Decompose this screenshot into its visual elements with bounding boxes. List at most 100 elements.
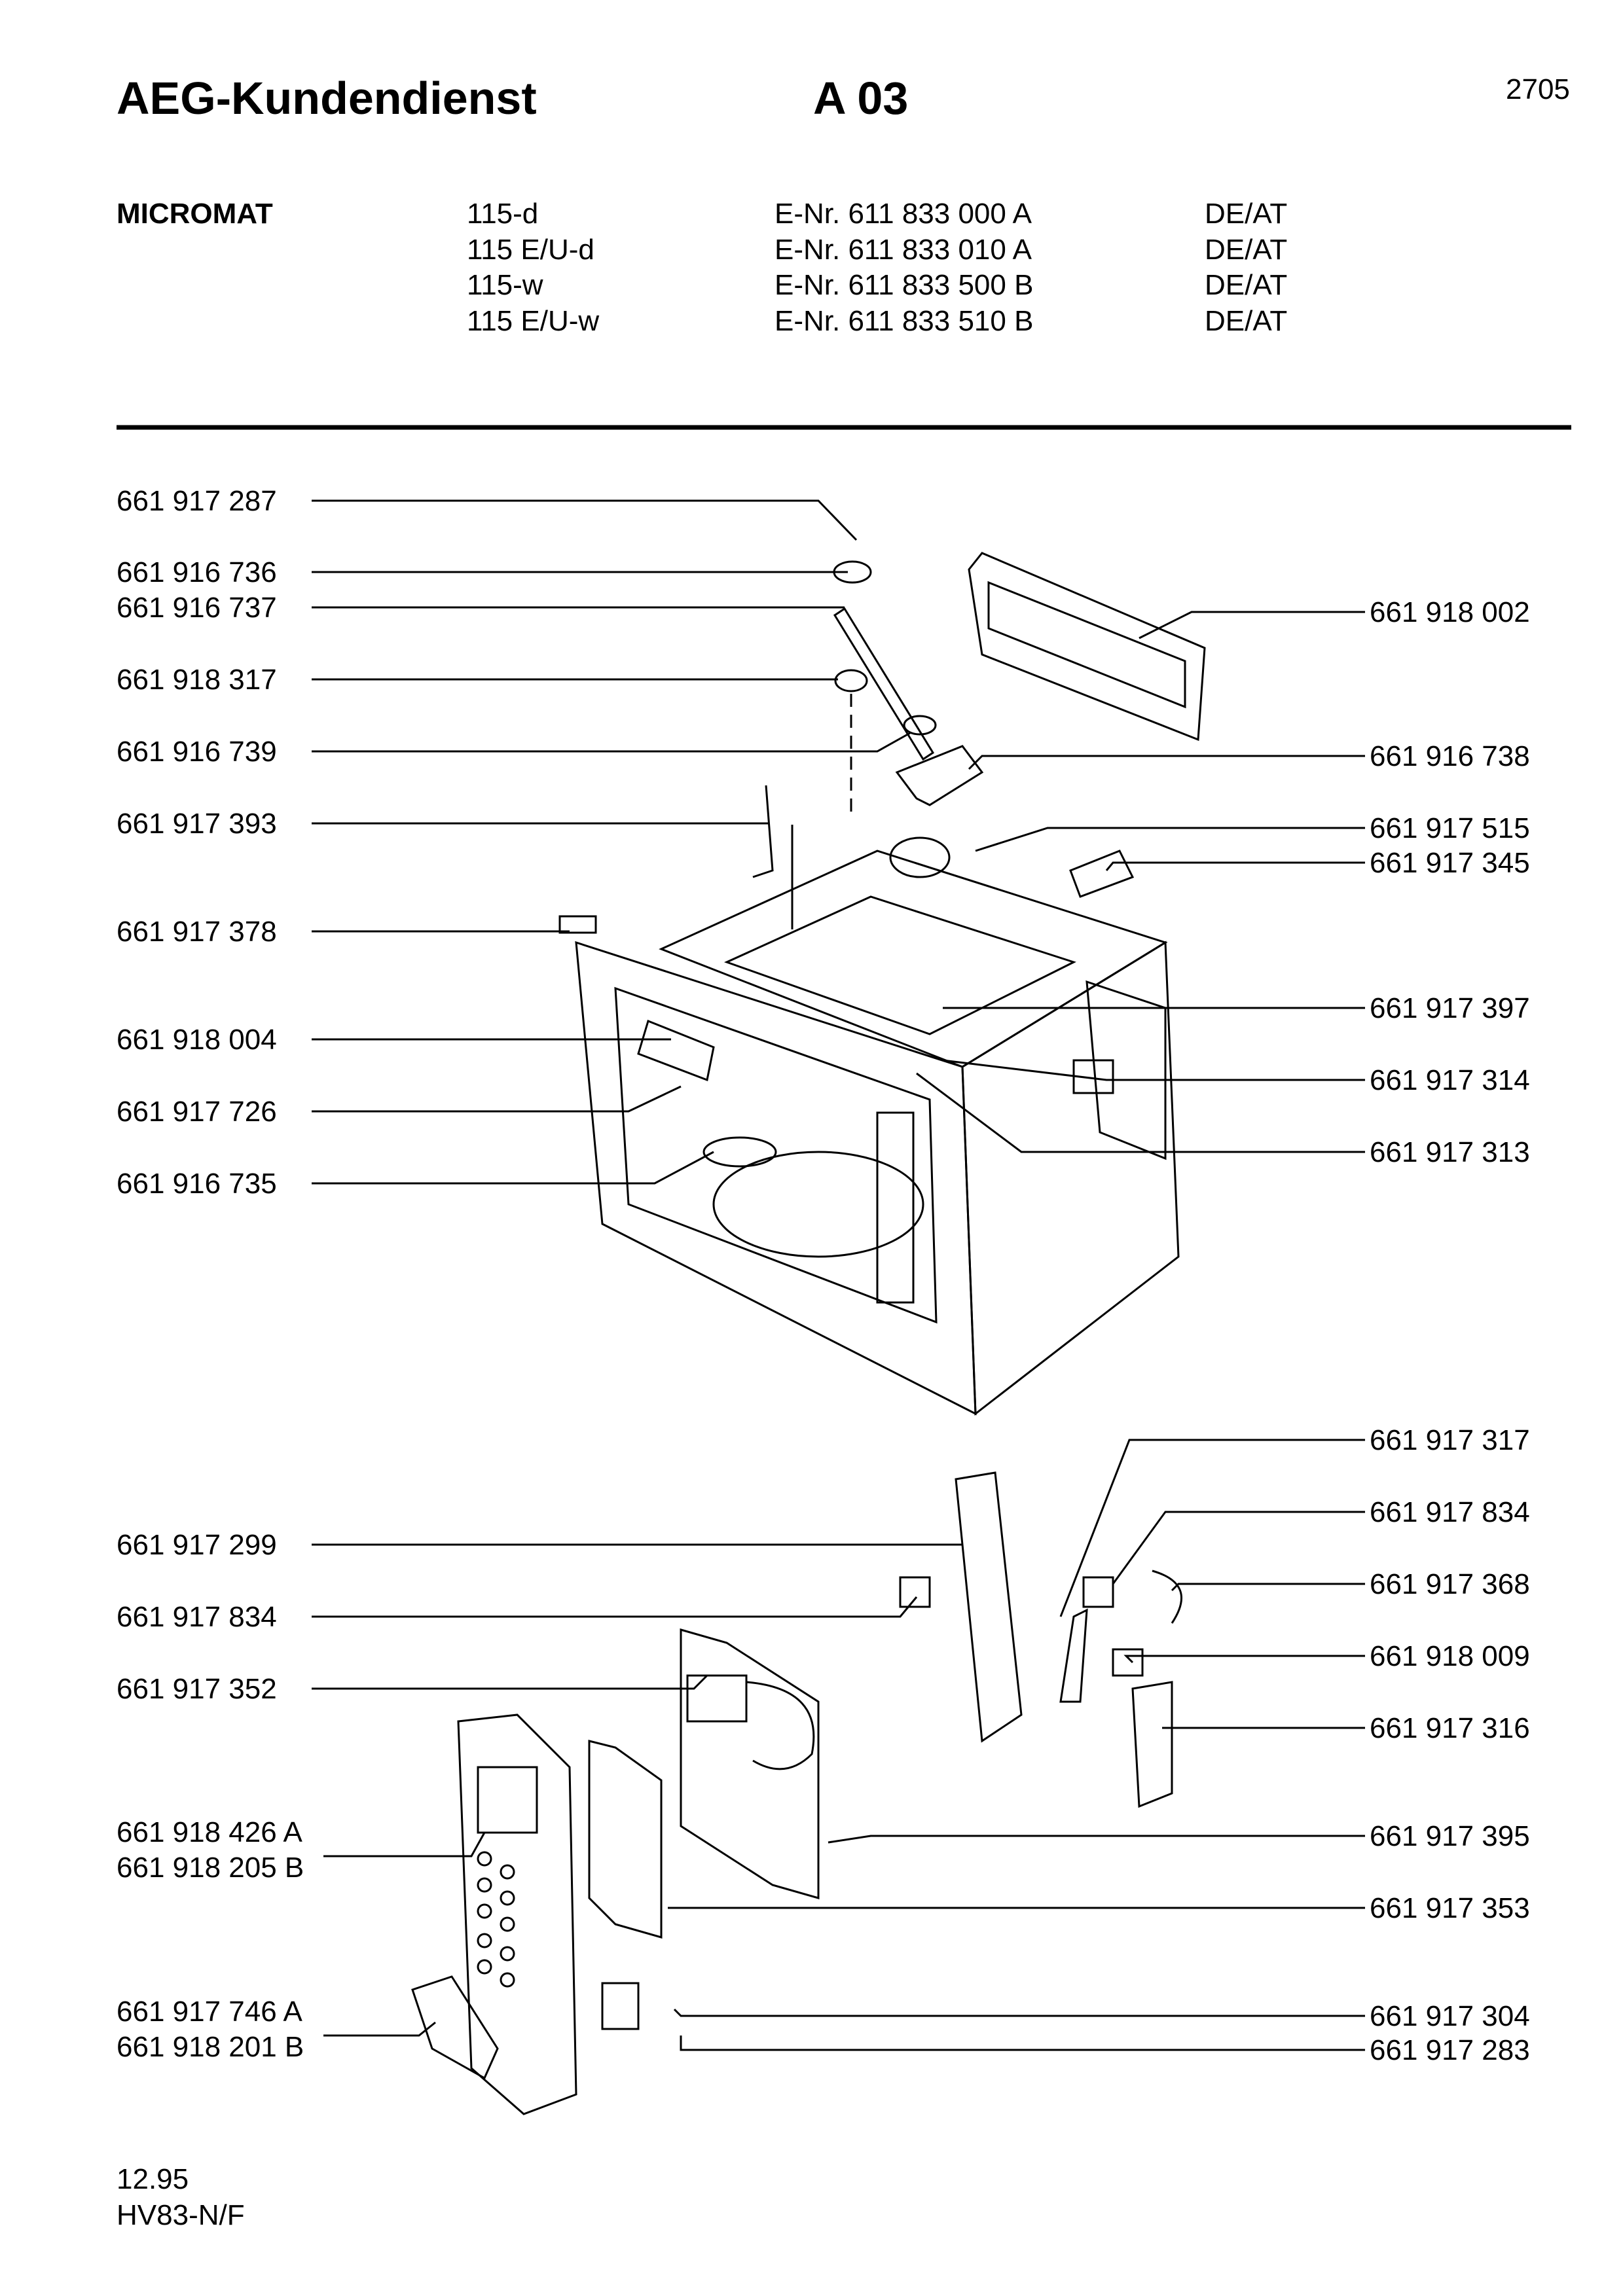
rear-cover-slot — [987, 581, 1186, 709]
part-number: 661 917 834 — [117, 1601, 277, 1633]
leader-line — [828, 1835, 1365, 1844]
drive-belt — [833, 607, 935, 761]
part-number: 661 917 283 — [1370, 2034, 1530, 2066]
part-number: 661 916 739 — [117, 736, 277, 768]
pcb-ribbon — [746, 1681, 815, 1770]
part-number: 661 917 395 — [1370, 1820, 1530, 1852]
leader-line — [1112, 1511, 1365, 1585]
display-window — [477, 1766, 538, 1834]
leader-line — [312, 499, 858, 541]
part-number: 661 918 426 A — [117, 1816, 302, 1848]
part-number: 661 917 345 — [1370, 847, 1530, 879]
part-number: 661 917 352 — [117, 1673, 277, 1705]
model-enr: E-Nr. 611 833 500 B — [775, 269, 1034, 301]
part-number: 661 917 353 — [1370, 1892, 1530, 1924]
leader-line — [975, 827, 1365, 852]
leader-line — [312, 1596, 918, 1618]
turntable-floor — [712, 1151, 924, 1258]
cavity-top — [723, 895, 1076, 1035]
latch-hook — [1131, 1681, 1173, 1808]
model-name: 115 E/U-w — [467, 305, 600, 337]
part-number: 661 917 299 — [117, 1529, 277, 1561]
model-region: DE/AT — [1205, 269, 1288, 301]
model-region: DE/AT — [1205, 198, 1288, 230]
pulley-top — [833, 560, 872, 584]
door-latch-plate — [955, 1471, 1023, 1743]
leader-line — [312, 1674, 708, 1690]
rear-cover — [968, 552, 1206, 742]
model-enr: E-Nr. 611 833 000 A — [775, 198, 1032, 230]
part-number: 661 916 737 — [117, 592, 277, 624]
front-frame — [575, 941, 977, 1416]
part-number: 661 917 746 A — [117, 1996, 302, 2028]
microswitch-right — [1082, 1576, 1114, 1608]
motor-bracket — [895, 745, 984, 806]
part-number: 661 916 736 — [117, 556, 277, 588]
waveguide-cover — [637, 1019, 715, 1082]
part-number: 661 918 002 — [1370, 596, 1530, 628]
leader-line — [1139, 611, 1365, 639]
part-number: 661 916 735 — [117, 1168, 277, 1200]
part-number: 661 917 287 — [117, 485, 277, 517]
keypad-buttons — [477, 1851, 515, 1988]
latch-lever — [1059, 1608, 1088, 1703]
part-number: 661 917 726 — [117, 1096, 277, 1128]
part-number: 661 917 834 — [1370, 1496, 1530, 1528]
leader-line — [323, 1832, 486, 1857]
turntable-motor — [889, 836, 951, 878]
model-name: 115-w — [467, 269, 543, 301]
part-number: 661 918 205 B — [117, 1852, 304, 1884]
footer-date: 12.95 — [117, 2163, 189, 2195]
part-number: 661 918 201 B — [117, 2031, 304, 2063]
model-enr: E-Nr. 611 833 010 A — [775, 234, 1032, 266]
leader-line — [312, 1151, 714, 1185]
leader-line — [942, 1059, 1365, 1081]
part-number: 661 917 515 — [1370, 812, 1530, 844]
leader-line — [323, 2021, 436, 2037]
leader-line — [916, 1072, 1365, 1153]
door-release-button — [411, 1975, 499, 2080]
leader-line — [673, 2008, 1365, 2017]
section-code: A 03 — [813, 73, 909, 124]
brand-title: AEG-Kundendienst — [117, 73, 537, 124]
model-name: 115 E/U-d — [467, 234, 594, 266]
part-number: 661 918 009 — [1370, 1640, 1530, 1672]
pulley-bottom — [834, 669, 868, 692]
leader-line — [1171, 1583, 1365, 1592]
control-panel — [457, 1713, 577, 2115]
small-pulley — [903, 715, 937, 736]
page-number: 2705 — [1506, 73, 1570, 105]
model-region: DE/AT — [1205, 305, 1288, 337]
microwave-drawing — [411, 552, 1206, 2115]
leader-lines — [312, 499, 1365, 2051]
retainer-clip — [558, 915, 597, 934]
part-number: 661 917 317 — [1370, 1424, 1530, 1456]
leader-line — [312, 732, 911, 753]
part-number: 661 917 397 — [1370, 992, 1530, 1024]
pcb-heatsink — [686, 1674, 748, 1723]
part-number: 661 917 314 — [1370, 1064, 1530, 1096]
front-opening — [614, 986, 938, 1324]
microswitch-lower — [1112, 1648, 1144, 1677]
leader-line — [968, 755, 1365, 770]
cabinet-top — [659, 850, 1168, 1068]
spring — [1152, 1570, 1182, 1624]
switch-plate — [876, 1111, 915, 1304]
model-region: DE/AT — [1205, 234, 1288, 266]
leader-line — [1123, 1655, 1365, 1664]
main-pcb — [680, 1628, 820, 1899]
turntable-plate — [702, 1136, 777, 1168]
part-number: 661 918 317 — [117, 664, 277, 696]
part-number: 661 917 378 — [117, 916, 277, 948]
thermostat — [1069, 850, 1135, 898]
part-number: 661 917 313 — [1370, 1136, 1530, 1168]
footer-code: HV83-N/F — [117, 2199, 245, 2231]
leader-line — [1059, 1439, 1365, 1617]
part-number: 661 916 738 — [1370, 740, 1530, 772]
part-number: 661 917 393 — [117, 808, 277, 840]
membrane-board — [588, 1740, 663, 1939]
side-hook — [752, 785, 774, 878]
switch-bracket — [601, 1982, 640, 2030]
leader-line — [1105, 861, 1365, 871]
